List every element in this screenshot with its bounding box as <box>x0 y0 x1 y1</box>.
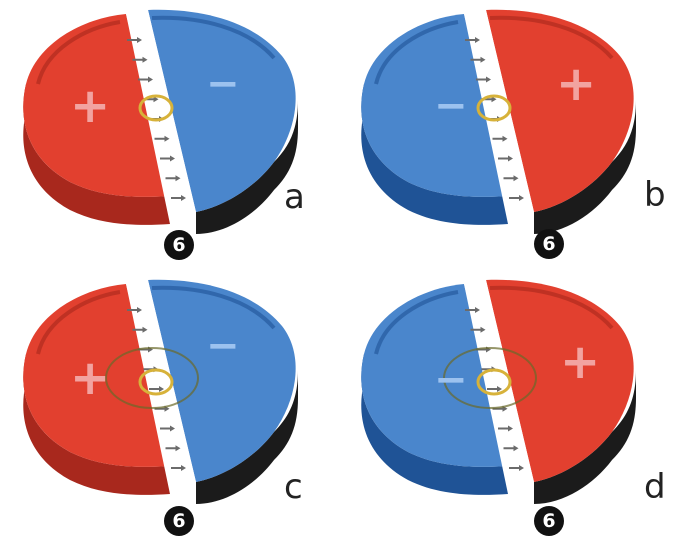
right-charge-sign: − <box>206 61 240 107</box>
field-arrowhead <box>181 465 186 471</box>
field-arrowhead <box>519 465 524 471</box>
field-arrowhead <box>181 195 186 201</box>
left-charge-sign: + <box>70 350 111 406</box>
left-half-disk-side <box>361 354 508 495</box>
right-half-disk-side <box>196 100 298 234</box>
left-charge-sign: − <box>434 83 468 129</box>
field-arrowhead <box>148 76 153 83</box>
panel-label: d <box>644 467 666 507</box>
panel-a: + − a 6 <box>0 0 338 270</box>
current-loop <box>476 94 512 122</box>
right-half-disk-face <box>486 279 634 482</box>
field-arrowhead <box>475 307 480 313</box>
field-arrowhead <box>175 175 181 182</box>
right-charge-sign: + <box>556 56 597 112</box>
figure-number-badge: 6 <box>534 229 564 259</box>
inner-current-loop <box>138 368 174 396</box>
right-charge-sign: + <box>560 334 601 390</box>
right-half-disk-side <box>534 100 636 234</box>
outer-current-loop <box>105 347 199 409</box>
right-half-disk-face <box>148 9 296 212</box>
field-arrowhead <box>508 155 513 162</box>
figure-number-badge: 6 <box>164 506 194 536</box>
outer-current-loop <box>443 347 537 409</box>
field-arrowhead <box>142 56 148 63</box>
field-arrowhead <box>170 155 175 162</box>
field-arrowhead <box>170 425 175 432</box>
current-loop <box>138 94 174 122</box>
disk-pair-illustration <box>361 279 636 504</box>
disk-pair-illustration <box>361 9 636 234</box>
figure-number-badge: 6 <box>164 230 194 260</box>
left-charge-sign: − <box>434 357 468 403</box>
field-arrowhead <box>486 76 491 83</box>
panel-d: − + d 6 <box>338 270 676 540</box>
interface-gap <box>464 280 534 494</box>
figure-number-badge: 6 <box>534 506 564 536</box>
disk-pair-illustration <box>23 279 298 504</box>
field-arrowhead <box>153 96 159 103</box>
interface-gap <box>126 280 196 494</box>
interface-gap <box>126 10 196 224</box>
field-arrowhead <box>497 386 502 392</box>
right-half-disk-side <box>196 370 298 504</box>
panel-label: b <box>644 175 666 215</box>
left-half-disk-side <box>23 354 170 495</box>
right-half-disk-face <box>148 279 296 482</box>
right-rim-highlight <box>151 15 276 60</box>
left-rim-highlight <box>374 20 459 85</box>
panel-label: c <box>284 467 303 507</box>
field-arrowhead <box>159 386 164 392</box>
field-arrowhead <box>175 445 181 452</box>
field-arrowhead <box>502 135 508 142</box>
right-rim-highlight <box>489 15 614 60</box>
field-arrowhead <box>519 195 524 201</box>
left-half-disk-side <box>361 84 508 225</box>
right-rim-highlight <box>489 285 614 330</box>
right-half-disk-side <box>534 370 636 504</box>
field-arrowhead <box>513 445 519 452</box>
field-arrowhead <box>491 96 497 103</box>
field-arrowhead <box>137 37 142 43</box>
disk-pair-illustration <box>23 9 298 234</box>
field-arrowhead <box>164 135 170 142</box>
left-rim-highlight <box>36 20 121 85</box>
interface-gap <box>464 10 534 224</box>
field-arrowhead <box>508 425 513 432</box>
panel-label: a <box>284 177 305 217</box>
field-arrowhead <box>142 326 148 333</box>
field-arrowhead <box>475 37 480 43</box>
inner-current-loop <box>476 368 512 396</box>
left-rim-highlight <box>374 290 459 355</box>
right-charge-sign: − <box>206 323 240 369</box>
panel-b: − + b 6 <box>338 0 676 270</box>
right-rim-highlight <box>151 285 276 330</box>
left-charge-sign: + <box>70 78 111 134</box>
left-half-disk-side <box>23 84 170 225</box>
left-rim-highlight <box>36 290 121 355</box>
field-arrowhead <box>513 175 519 182</box>
field-arrowhead <box>480 326 486 333</box>
field-arrowhead <box>137 307 142 313</box>
field-arrowhead <box>480 56 486 63</box>
right-half-disk-face <box>486 9 634 212</box>
panel-c: + − c 6 <box>0 270 338 540</box>
